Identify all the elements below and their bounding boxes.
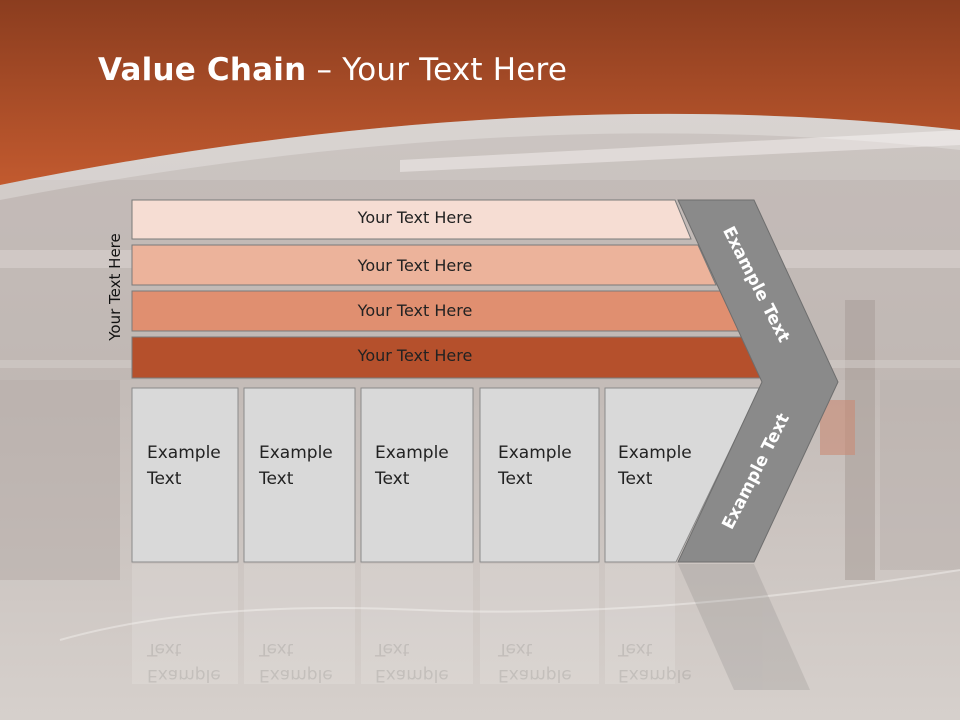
box-text-4: Example Text xyxy=(498,440,593,492)
side-label: Your Text Here xyxy=(106,233,124,341)
box-text-2-line2: Text xyxy=(259,469,294,489)
reflection-text-5-line2: Text xyxy=(618,639,653,659)
reflection-text-5-line1: Example xyxy=(618,665,692,685)
reflection-text-3-line1: Example xyxy=(375,665,449,685)
reflection xyxy=(132,564,810,690)
slide-title: Value Chain – Your Text Here xyxy=(98,52,567,88)
box-1 xyxy=(131,387,239,563)
box-text-5-line2: Text xyxy=(618,469,653,489)
reflection-text-4-line1: Example xyxy=(498,665,572,685)
box-4 xyxy=(479,387,600,563)
box-text-3-line2: Text xyxy=(375,469,410,489)
reflection-text-3-line2: Text xyxy=(375,639,410,659)
reflection-text-2: Example Text xyxy=(259,636,354,688)
box-text-2: Example Text xyxy=(259,440,354,492)
box-2 xyxy=(243,387,356,563)
box-text-2-line1: Example xyxy=(259,443,333,463)
title-rest: – Your Text Here xyxy=(316,52,568,88)
row-label-4: Your Text Here xyxy=(357,346,473,365)
box-text-4-line2: Text xyxy=(498,469,533,489)
reflection-text-2-line2: Text xyxy=(259,639,294,659)
reflection-text-2-line1: Example xyxy=(259,665,333,685)
reflection-text-1: Example Text xyxy=(147,636,242,688)
box-text-3: Example Text xyxy=(375,440,470,492)
reflection-text-4: Example Text xyxy=(498,636,593,688)
reflection-text-1-line2: Text xyxy=(147,639,182,659)
box-text-1-line2: Text xyxy=(147,469,182,489)
title-bold: Value Chain xyxy=(98,52,307,88)
box-text-1-line1: Example xyxy=(147,443,221,463)
reflection-text-3: Example Text xyxy=(375,636,470,688)
row-bar-2 xyxy=(131,244,717,286)
row-label-1: Your Text Here xyxy=(357,208,473,227)
reflection-text-4-line2: Text xyxy=(498,639,533,659)
chevron-arrow xyxy=(677,199,839,563)
box-text-5-line1: Example xyxy=(618,443,692,463)
box-text-1: Example Text xyxy=(147,440,242,492)
reflection-text-1-line1: Example xyxy=(147,665,221,685)
row-label-2: Your Text Here xyxy=(357,256,473,275)
box-text-3-line1: Example xyxy=(375,443,449,463)
box-5 xyxy=(604,387,761,563)
row-label-3: Your Text Here xyxy=(357,301,473,320)
box-text-5: Example Text xyxy=(618,440,713,492)
box-3 xyxy=(360,387,474,563)
reflection-text-5: Example Text xyxy=(618,636,713,688)
row-bar-1 xyxy=(131,199,692,240)
box-text-4-line1: Example xyxy=(498,443,572,463)
